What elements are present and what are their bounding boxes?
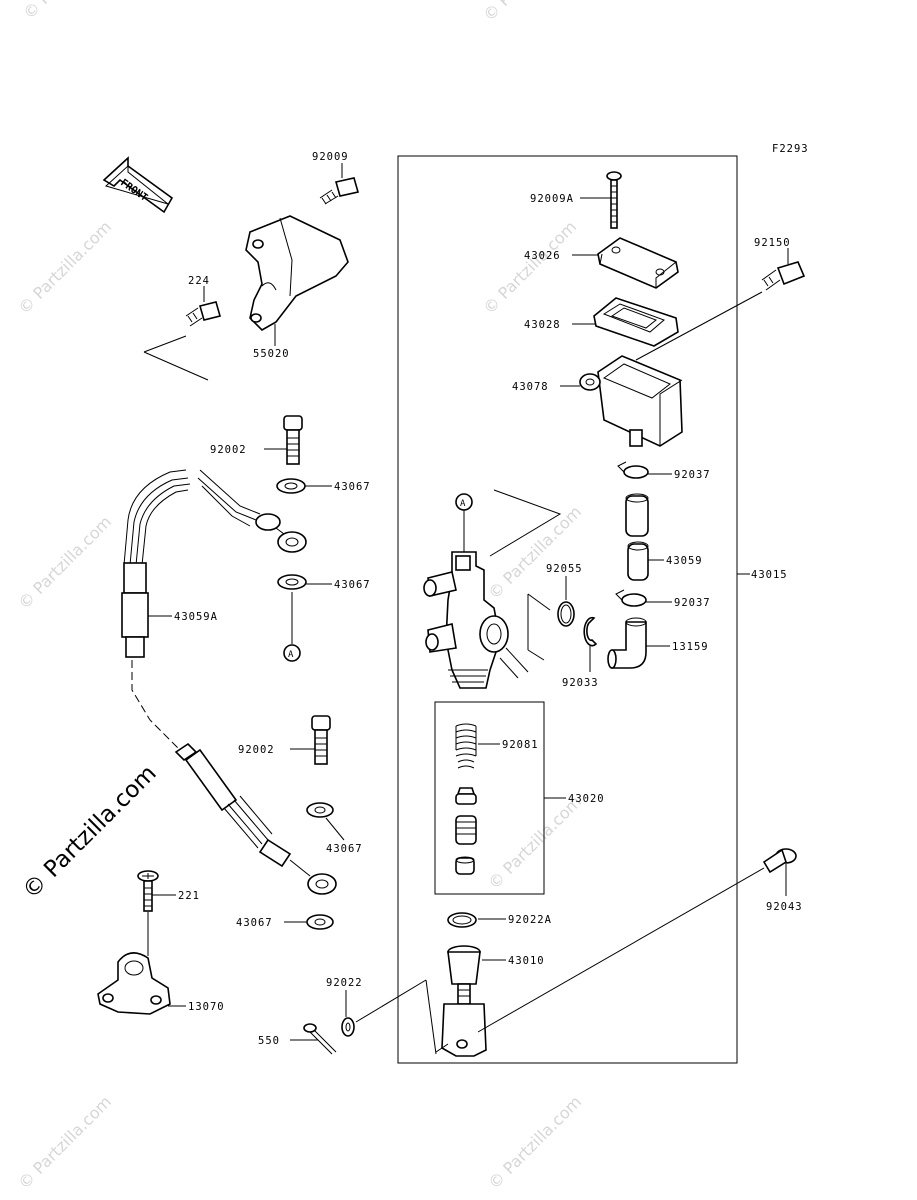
- label-43059A: 43059A: [174, 611, 218, 623]
- label-13159: 13159: [672, 641, 709, 653]
- label-43028: 43028: [524, 319, 561, 331]
- spring-92081: [455, 723, 477, 769]
- label-92037-upper: 92037: [674, 469, 711, 481]
- label-43067-2: 43067: [334, 579, 371, 591]
- washer-92022: [341, 1017, 355, 1037]
- watermark-text: © Partzilla.com: [19, 0, 120, 23]
- o-ring-92055: [557, 601, 575, 627]
- washer-43067-1: [276, 478, 306, 494]
- label-92150: 92150: [754, 237, 791, 249]
- hose-clamp-92037-upper: [617, 461, 649, 479]
- reference-marker-a-body-label: A: [460, 499, 466, 509]
- hose-clamp-92037-lower: [615, 589, 647, 607]
- label-92043: 92043: [766, 901, 803, 913]
- label-43010: 43010: [508, 955, 545, 967]
- label-92009A: 92009A: [530, 193, 574, 205]
- front-arrow: FRONT: [102, 156, 174, 214]
- washer-43067-3: [306, 802, 334, 818]
- push-rod-43010: [435, 945, 487, 1057]
- banjo-bolt-92002-upper: [283, 415, 303, 465]
- clevis-pin-92043: [762, 848, 797, 874]
- label-43059: 43059: [666, 555, 703, 567]
- reference-marker-a-label: A: [288, 650, 294, 660]
- label-92002-upper: 92002: [210, 444, 247, 456]
- label-550: 550: [258, 1035, 280, 1047]
- label-92022: 92022: [326, 977, 363, 989]
- label-224: 224: [188, 275, 210, 287]
- watermark-text: © Partzilla.com: [479, 0, 580, 25]
- label-13070: 13070: [188, 1001, 225, 1013]
- label-43067-3: 43067: [326, 843, 363, 855]
- brake-hose-43059A: [121, 469, 307, 658]
- label-92009: 92009: [312, 151, 349, 163]
- label-43015: 43015: [751, 569, 788, 581]
- watermark-text: © Partzilla.com: [14, 217, 115, 318]
- label-92055: 92055: [546, 563, 583, 575]
- bolt-92150: [761, 261, 806, 291]
- label-221: 221: [178, 890, 200, 902]
- watermark-text: © Partzilla.com: [479, 217, 580, 318]
- hose-dashed-connector: [131, 660, 179, 749]
- label-92081: 92081: [502, 739, 539, 751]
- label-43078: 43078: [512, 381, 549, 393]
- watermark-text: © Partzilla.com: [484, 792, 585, 893]
- reference-marker-a-body: [455, 493, 473, 511]
- washer-43067-4: [306, 914, 334, 930]
- elbow-fitting-13159: [607, 617, 647, 669]
- watermark-text: © Partzilla.com: [14, 1092, 115, 1193]
- piston-kit-box-43020: [434, 701, 545, 895]
- brake-hose-lower: [174, 742, 337, 895]
- label-55020: 55020: [253, 348, 290, 360]
- assembly-frame-43015: [397, 155, 738, 1064]
- watermark-text: © Partzilla.com: [484, 1092, 585, 1193]
- watermark-text: © Partzilla.com: [14, 512, 115, 613]
- label-92033: 92033: [562, 677, 599, 689]
- circlip-92033: [583, 616, 598, 647]
- hose-43059: [625, 493, 649, 581]
- label-92002-lower: 92002: [238, 744, 275, 756]
- diaphragm-43028: [593, 297, 679, 347]
- reference-marker-a: [283, 644, 301, 662]
- washer-43067-2: [277, 574, 307, 590]
- circlip-92022A: [447, 912, 477, 928]
- label-43067-4: 43067: [236, 917, 273, 929]
- screw-221: [137, 870, 159, 912]
- clamp-13070: [97, 952, 171, 1015]
- piston-parts: [455, 787, 477, 875]
- label-92037-lower: 92037: [674, 597, 711, 609]
- watermark-logo: © Partzilla.com: [18, 760, 162, 904]
- screw-92009A: [606, 171, 622, 229]
- banjo-bolt-92002-lower: [311, 715, 331, 765]
- reservoir-43078: [579, 355, 683, 447]
- label-43020: 43020: [568, 793, 605, 805]
- reservoir-cap-43026: [597, 237, 679, 289]
- label-92022A: 92022A: [508, 914, 552, 926]
- watermarks: © Partzilla.com © Partzilla.com © Partzi…: [14, 0, 585, 1193]
- watermark-text: © Partzilla.com: [484, 502, 585, 603]
- cotter-pin-550: [303, 1023, 337, 1055]
- figure-code: F2293: [772, 143, 809, 155]
- label-43067-1: 43067: [334, 481, 371, 493]
- bolt-92009: [319, 163, 360, 205]
- bracket-55020: [245, 215, 349, 331]
- label-43026: 43026: [524, 250, 561, 262]
- master-cylinder-body: A: [423, 489, 562, 689]
- bolt-224: [185, 286, 221, 327]
